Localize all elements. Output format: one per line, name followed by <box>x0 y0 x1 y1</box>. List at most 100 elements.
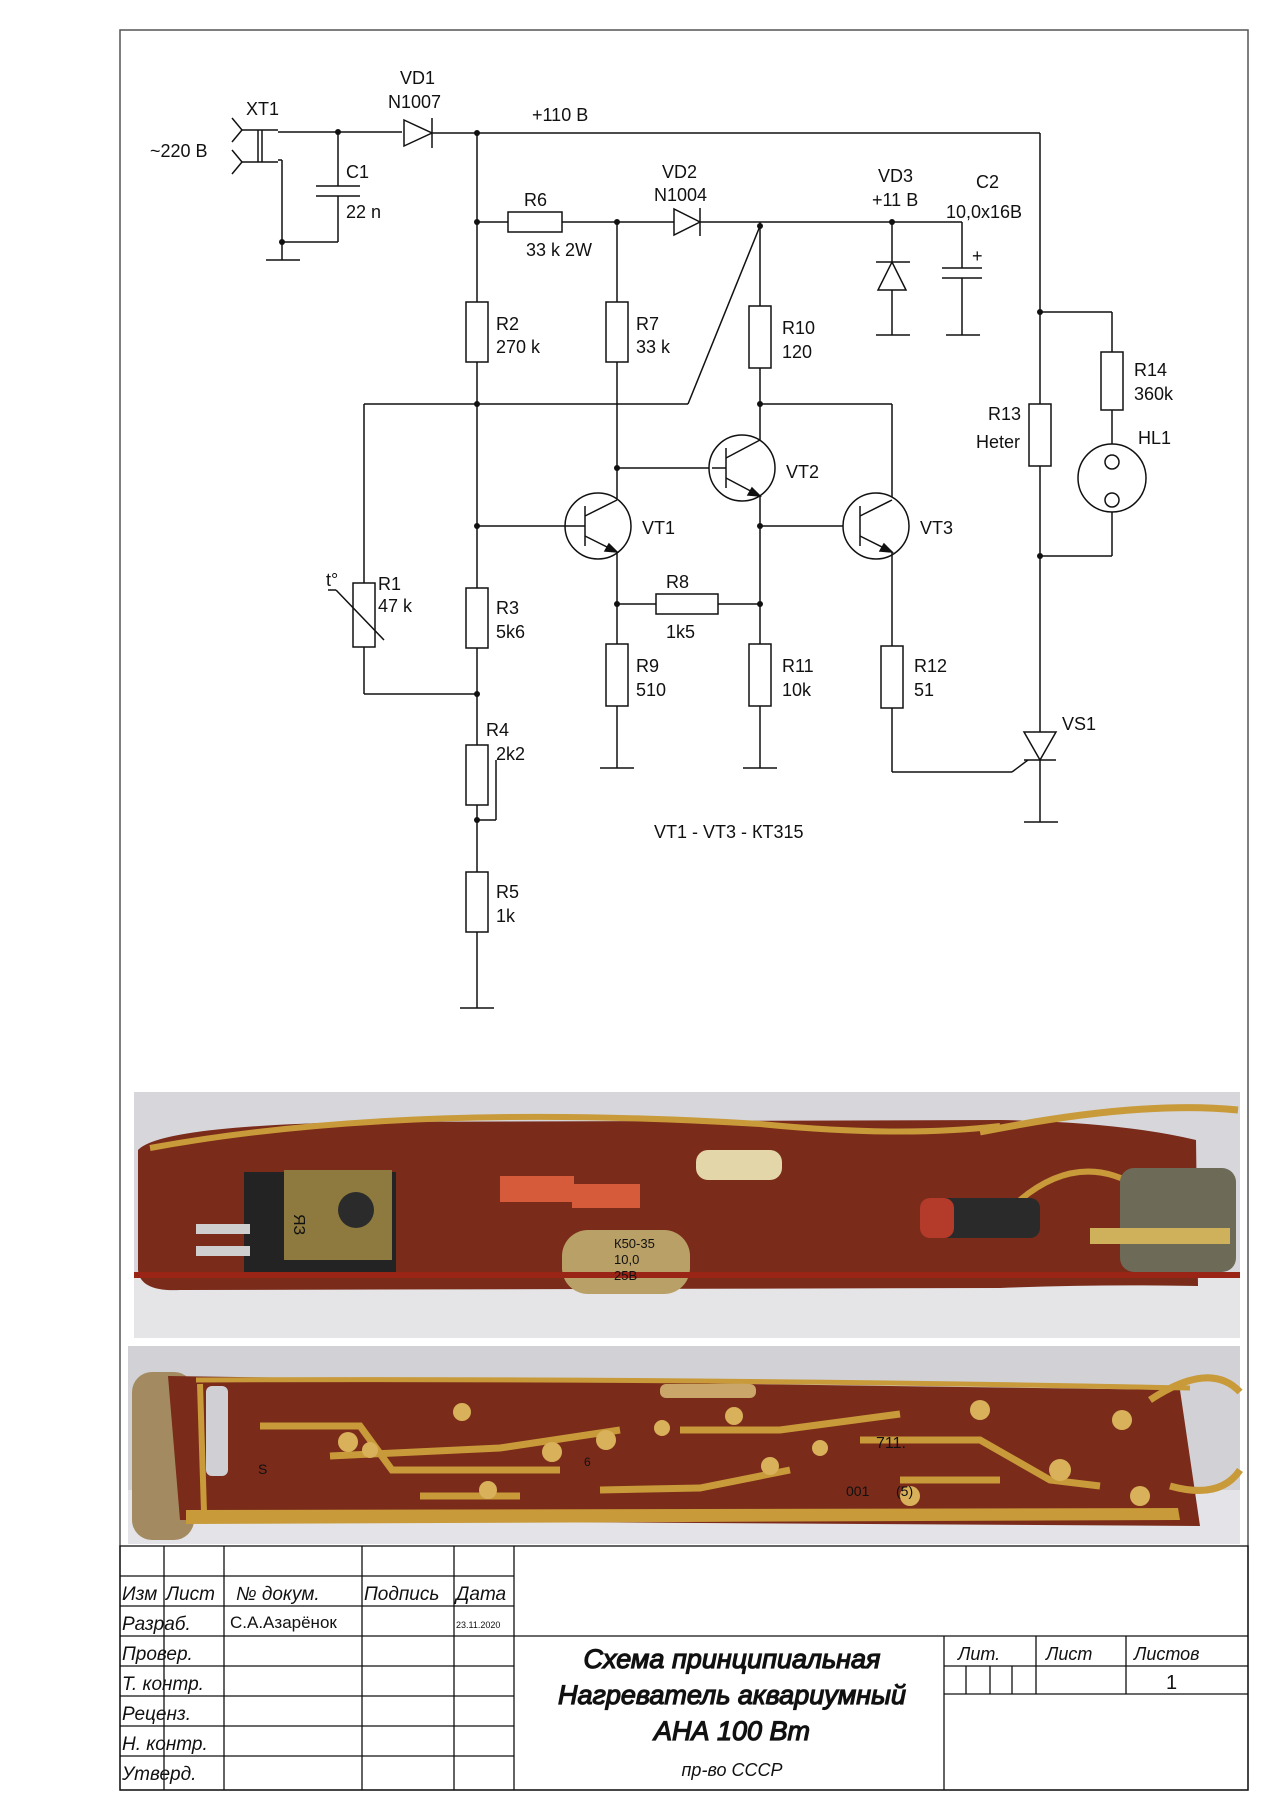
xt1-connector <box>231 117 278 175</box>
r4-label: R4 <box>486 720 509 740</box>
tb-header-date: Дата <box>454 1584 506 1605</box>
photo2-code-5: 6 <box>584 1455 591 1469</box>
r2-value: 270 k <box>496 337 541 357</box>
r1-value: 47 k <box>378 596 413 616</box>
tb-organization: пр-во СССР <box>682 1760 783 1780</box>
vd2-label: VD2 <box>662 162 697 182</box>
photo1-code-1: ЯЗ <box>290 1214 307 1235</box>
c2-label: C2 <box>976 172 999 192</box>
r9-label: R9 <box>636 656 659 676</box>
r13-value: Heter <box>976 432 1020 452</box>
photo1-code-4: 25В <box>614 1268 637 1283</box>
tb-title-line3: АНА 100 Вт <box>652 1716 810 1746</box>
r14-label: R14 <box>1134 360 1167 380</box>
tb-header-doc: № докум. <box>236 1584 320 1605</box>
vd1-diode <box>403 118 434 148</box>
r7-value: 33 k <box>636 337 671 357</box>
photo2-code-2: 001 <box>846 1483 870 1499</box>
tb-sheets: Листов <box>1133 1644 1200 1664</box>
tb-developer-name: С.А.Азарёнок <box>230 1613 337 1632</box>
r12-label: R12 <box>914 656 947 676</box>
vs1-thyristor <box>1011 731 1058 773</box>
r12-resistor <box>880 645 904 709</box>
r1-label: R1 <box>378 574 401 594</box>
mains-label: ~220 В <box>150 141 208 161</box>
xt1-label: XT1 <box>246 99 279 119</box>
photo2-code-4: S <box>258 1461 267 1477</box>
r9-value: 510 <box>636 680 666 700</box>
c2-capacitor <box>942 222 982 336</box>
tb-row-reviewer: Реценз. <box>122 1704 191 1725</box>
vd1-label: VD1 <box>400 68 435 88</box>
vd2-diode <box>673 207 702 237</box>
r5-resistor <box>465 871 489 933</box>
vt3-label: VT3 <box>920 518 953 538</box>
r13-heater <box>1028 403 1052 467</box>
r5-label: R5 <box>496 882 519 902</box>
c1-value: 22 n <box>346 202 381 222</box>
r8-value: 1k5 <box>666 622 695 642</box>
r12-value: 51 <box>914 680 934 700</box>
vd3-label: VD3 <box>878 166 913 186</box>
r8-label: R8 <box>666 572 689 592</box>
photo-assembled-board <box>134 1092 1240 1338</box>
r3-value: 5k6 <box>496 622 525 642</box>
r2-label: R2 <box>496 314 519 334</box>
r14-resistor <box>1100 351 1124 411</box>
tb-sheet: Лист <box>1045 1644 1092 1664</box>
photo1-code-3: 10,0 <box>614 1252 639 1267</box>
r6-value: 33 k 2W <box>526 240 592 260</box>
tb-row-checker: Провер. <box>122 1644 193 1665</box>
tb-header-sign: Подпись <box>364 1584 439 1605</box>
vd3-value: +11 В <box>872 190 918 210</box>
photo-board-underside <box>128 1346 1243 1544</box>
tb-header-izm: Изм <box>122 1584 157 1605</box>
tb-row-approved: Утверд. <box>121 1764 196 1785</box>
tb-row-norm-control: Н. контр. <box>122 1734 208 1755</box>
tb-lit: Лит. <box>957 1644 1000 1664</box>
r5-value: 1k <box>496 906 516 926</box>
tb-title-line1: Схема принципиальная <box>584 1644 881 1674</box>
tb-developer-date: 23.11.2020 <box>456 1620 500 1630</box>
c2-value: 10,0x16В <box>946 202 1022 222</box>
photo1-code-2: К50-35 <box>614 1236 655 1251</box>
tb-sheets-count: 1 <box>1166 1672 1177 1694</box>
r6-label: R6 <box>524 190 547 210</box>
r8-resistor <box>655 593 719 615</box>
vd3-zener <box>876 222 910 336</box>
photo2-code-1: 711. <box>876 1435 906 1452</box>
vs1-label: VS1 <box>1062 714 1096 734</box>
c1-label: C1 <box>346 162 369 182</box>
r4-value: 2k2 <box>496 744 525 764</box>
r9-resistor <box>605 643 629 707</box>
r6-resistor <box>507 211 563 233</box>
hl1-label: HL1 <box>1138 428 1171 448</box>
r7-label: R7 <box>636 314 659 334</box>
r11-resistor <box>748 643 772 707</box>
r13-label: R13 <box>988 404 1021 424</box>
vt3-transistor <box>842 492 910 560</box>
r10-value: 120 <box>782 342 812 362</box>
bus-voltage-label: +110 В <box>532 105 588 125</box>
tb-row-tech-control: Т. контр. <box>122 1674 204 1695</box>
r4-trimmer <box>465 744 489 806</box>
vt2-label: VT2 <box>786 462 819 482</box>
r7-resistor <box>605 301 629 363</box>
r10-label: R10 <box>782 318 815 338</box>
title-block-grid <box>119 1545 1249 1791</box>
r1-thermistor <box>328 582 385 648</box>
tb-title-line2: Нагреватель аквариумный <box>558 1680 906 1710</box>
vt2-transistor <box>708 434 776 502</box>
photo2-code-3: (5) <box>896 1483 913 1499</box>
tb-header-list: Лист <box>164 1584 215 1605</box>
transistors-note: VT1 - VT3 - КТ315 <box>654 822 804 842</box>
vd1-part: N1007 <box>388 92 441 112</box>
r3-label: R3 <box>496 598 519 618</box>
r14-value: 360k <box>1134 384 1174 404</box>
c1-capacitor <box>316 132 360 242</box>
hl1-lamp <box>1077 443 1147 513</box>
vt1-label: VT1 <box>642 518 675 538</box>
tb-row-developer: Разраб. <box>122 1614 191 1635</box>
c2-plus: + <box>972 246 983 266</box>
